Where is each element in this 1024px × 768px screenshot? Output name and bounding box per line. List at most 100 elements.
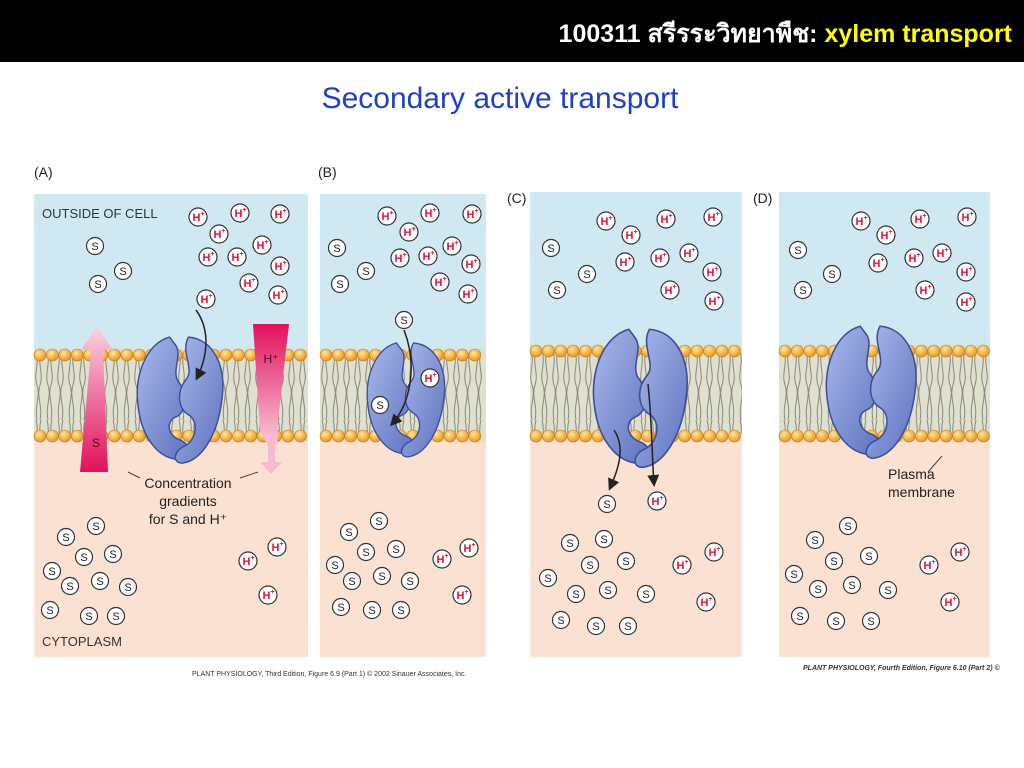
proton-h: H+ <box>420 368 440 388</box>
proton-h-label: H <box>961 267 969 279</box>
proton-h-charge: + <box>474 208 478 215</box>
substrate-s: S <box>560 533 580 553</box>
substrate-s-circle <box>370 395 390 415</box>
lipid-head <box>219 429 233 443</box>
proton-h-charge: + <box>968 266 972 273</box>
transporter-lobe-right <box>174 336 224 464</box>
lipid-head <box>815 344 829 358</box>
proton-h-label: H <box>457 590 465 602</box>
h-gradient-arrow-tail <box>268 436 275 464</box>
proton-h-charge: + <box>716 546 720 553</box>
proton-h: H+ <box>238 551 258 571</box>
substrate-s-label: S <box>553 285 560 297</box>
lipid-head <box>728 429 741 443</box>
substrate-s: S <box>118 577 138 597</box>
substrate-s-circle <box>859 546 879 566</box>
proton-h-label: H <box>275 261 283 273</box>
substrate-s: S <box>339 522 359 542</box>
proton-h-charge: + <box>922 213 926 220</box>
proton-h: H+ <box>956 262 976 282</box>
proton-h: H+ <box>702 262 722 282</box>
gradient-leader-left <box>127 471 141 479</box>
proton-h: H+ <box>418 246 438 266</box>
proton-h-circle <box>596 211 616 231</box>
lipid-head <box>902 429 916 443</box>
substrate-s-label: S <box>799 285 806 297</box>
proton-h-label: H <box>423 251 431 263</box>
proton-h-label: H <box>665 285 673 297</box>
proton-h: H+ <box>198 247 218 267</box>
proton-h-label: H <box>395 253 403 265</box>
lipid-head <box>281 429 295 443</box>
proton-h-label: H <box>273 290 281 302</box>
lipid-head <box>952 429 965 443</box>
slide-title: Secondary active transport <box>321 82 679 115</box>
substrate-s-circle <box>74 547 94 567</box>
substrate-s-label: S <box>811 535 818 547</box>
proton-h-label: H <box>437 554 445 566</box>
proton-h-circle <box>679 243 699 263</box>
proton-h-circle <box>703 207 723 227</box>
lipid-head <box>703 344 716 358</box>
proton-h-label: H <box>235 208 243 220</box>
substrate-s-label: S <box>603 499 610 511</box>
substrate-s: S <box>788 240 808 260</box>
h-gradient-arrow <box>253 324 289 452</box>
substrate-s-label: S <box>109 549 116 561</box>
proton-h-charge: + <box>411 226 415 233</box>
substrate-s-label: S <box>333 243 340 255</box>
cytoplasm-label: CYTOPLASM <box>42 634 122 649</box>
panel-label-d: (D) <box>753 190 772 206</box>
proton-h-label: H <box>626 230 634 242</box>
lipid-head <box>456 429 469 443</box>
proton-h-label: H <box>263 590 271 602</box>
transporter-lobe-left <box>825 325 882 456</box>
proton-h-circle <box>267 537 287 557</box>
substrate-s: S <box>372 566 392 586</box>
proton-h-label: H <box>435 277 443 289</box>
lipid-head <box>232 429 245 443</box>
proton-h-charge: + <box>464 589 468 596</box>
substrate-s-circle <box>598 580 618 600</box>
substrate-s: S <box>580 555 600 575</box>
proton-h-label: H <box>243 556 251 568</box>
substrate-s-circle <box>538 568 558 588</box>
lipid-head <box>319 429 333 443</box>
proton-h-label: H <box>881 230 889 242</box>
lipid-head <box>58 429 72 443</box>
proton-h-circle <box>258 585 278 605</box>
substrate-s-label: S <box>112 611 119 623</box>
substrate-s-label: S <box>884 585 891 597</box>
substrate-s: S <box>616 551 636 571</box>
substrate-s-circle <box>566 584 586 604</box>
proton-h: H+ <box>696 592 716 612</box>
lipid-head <box>468 348 482 362</box>
lipid-head <box>120 429 134 443</box>
proton-h-charge: + <box>389 210 393 217</box>
proton-h: H+ <box>932 243 952 263</box>
substrate-s: S <box>331 597 351 617</box>
s-binding-arrow <box>389 329 412 427</box>
substrate-s-circle <box>113 261 133 281</box>
proton-h: H+ <box>876 225 896 245</box>
lipid-head <box>554 344 568 358</box>
proton-h-circle <box>420 203 440 223</box>
proton-h-charge: + <box>221 228 225 235</box>
substrate-s: S <box>793 280 813 300</box>
proton-h-charge: + <box>968 296 972 303</box>
substrate-s-label: S <box>586 560 593 572</box>
proton-h-circle <box>196 289 216 309</box>
proton-h-charge: + <box>672 284 676 291</box>
lipid-head <box>108 429 121 443</box>
substrate-s-circle <box>586 616 606 636</box>
proton-h-circle <box>459 538 479 558</box>
header-bar: 100311 สรีรระวิทยาพืช: xylem transport <box>0 0 1024 62</box>
proton-h: H+ <box>596 211 616 231</box>
substrate-s: S <box>838 516 858 536</box>
proton-h-circle <box>919 555 939 575</box>
proton-h: H+ <box>704 542 724 562</box>
proton-h-circle <box>940 592 960 612</box>
proton-h-label: H <box>272 542 280 554</box>
substrate-s-label: S <box>830 556 837 568</box>
lipid-head <box>132 348 146 362</box>
